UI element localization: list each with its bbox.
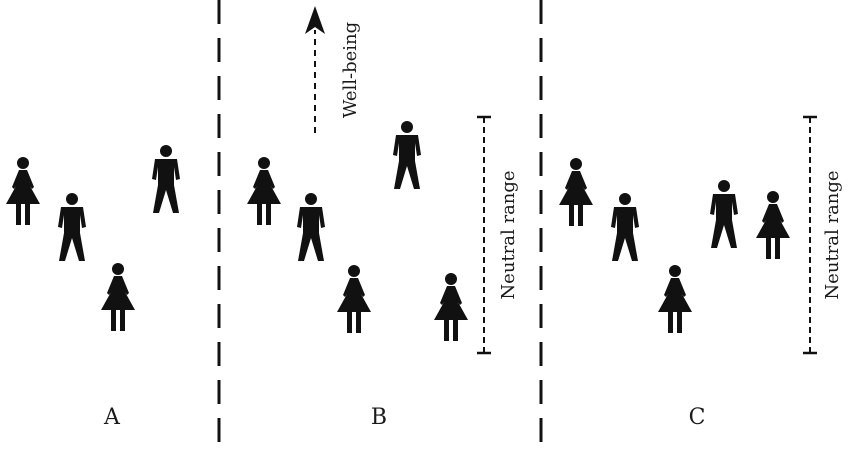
wellbeing-arrow: [305, 6, 325, 133]
neutral-range-bracket-c: [803, 115, 817, 355]
person-female-b3: [337, 265, 371, 333]
person-figures: [6, 121, 790, 341]
neutral-range-bracket-b: [477, 115, 491, 355]
person-female-b5: [434, 273, 468, 341]
neutral-range-label-c: Neutral range: [822, 170, 843, 299]
panel-label-b: B: [371, 405, 387, 430]
person-male-c4: [710, 180, 738, 248]
panel-label-c: C: [689, 405, 706, 430]
person-male-b2: [297, 193, 325, 261]
wellbeing-label: Well-being: [340, 22, 361, 118]
neutral-range-label-b: Neutral range: [498, 170, 519, 299]
person-female-c5: [756, 191, 790, 259]
person-male-b4: [393, 121, 421, 189]
person-female-a3: [101, 263, 135, 331]
panel-label-a: A: [103, 405, 121, 430]
person-male-a4: [152, 145, 180, 213]
person-female-b1: [247, 157, 281, 225]
person-male-a2: [58, 193, 86, 261]
person-female-c3: [658, 265, 692, 333]
person-male-c2: [611, 193, 639, 261]
person-female-c1: [559, 158, 593, 226]
person-female-a1: [6, 157, 40, 225]
